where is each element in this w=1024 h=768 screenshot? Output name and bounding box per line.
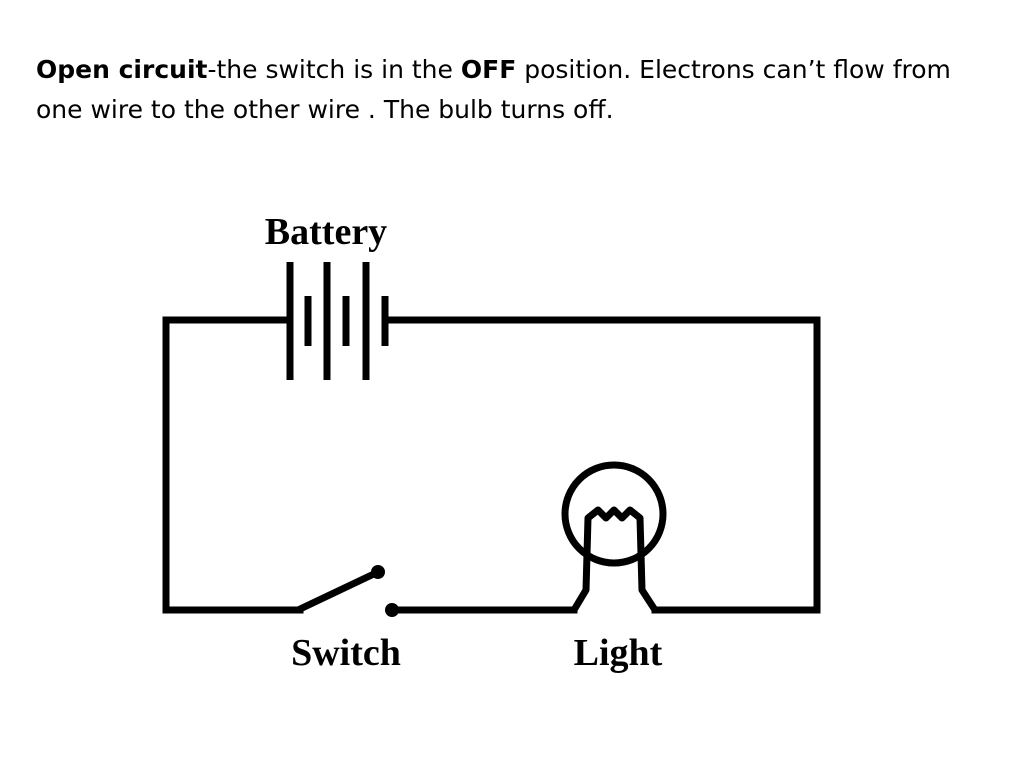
light-label: Light [574, 632, 663, 674]
battery-symbol [286, 262, 389, 380]
bulb-symbol [561, 461, 667, 612]
slide-description: Open circuit-the switch is in the OFF po… [36, 50, 996, 130]
battery-label: Battery [265, 211, 387, 253]
description-part-2: position. Electrons can’t flow from one … [36, 55, 951, 124]
open-circuit-term: Open circuit [36, 55, 208, 84]
description-part-1: -the switch is in the [207, 55, 461, 84]
wire-left-loop [162, 316, 304, 614]
circuit-wires [162, 316, 821, 614]
switch-symbol [294, 565, 399, 617]
switch-label: Switch [291, 632, 401, 674]
off-term: OFF [460, 55, 517, 84]
wire-top-right [388, 316, 821, 614]
